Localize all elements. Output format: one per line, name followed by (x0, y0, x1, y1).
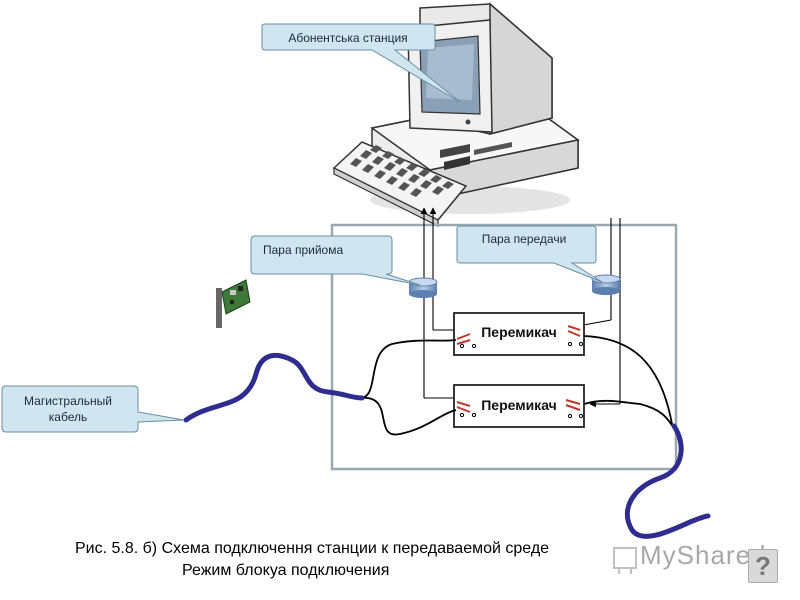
enclosure-frame (330, 223, 678, 471)
transmit-pair-label: Пара передачи (482, 232, 567, 246)
receive-pair-wires (420, 207, 456, 399)
switch-top-label: Перемикач (481, 324, 557, 340)
network-card-icon (216, 279, 251, 328)
callout-station: Абонентська станция (261, 23, 461, 103)
switch-box-top: Перемикач (453, 312, 585, 356)
watermark-text: MyShared (640, 540, 767, 570)
callout-receive-pair: Пара прийома (250, 235, 421, 286)
internal-cables (359, 335, 675, 436)
trunk-cable-right (624, 423, 711, 539)
callout-transmit-pair: Пара передачи (456, 225, 603, 283)
figure-caption: Рис. 5.8. б) Схема подключення станции к… (75, 538, 549, 582)
receive-pair-label: Пара прийома (263, 243, 343, 257)
station-label: Абонентська станция (288, 31, 407, 45)
trunk-cable-label-line2: кабель (49, 410, 87, 424)
switch-bottom-label: Перемикач (481, 397, 557, 413)
receive-transformer-icon (408, 277, 438, 298)
trunk-cable-left (183, 352, 365, 423)
watermark-logo-icon (613, 547, 637, 574)
caption-line-1: Рис. 5.8. б) Схема подключення станции к… (75, 540, 550, 557)
transmit-transformer-icon (591, 274, 621, 295)
callout-trunk-cable: Магистральный кабель (1, 385, 185, 433)
transmit-pair-wires (577, 218, 621, 408)
switch-box-bottom: Перемикач (453, 384, 585, 428)
trunk-cable-label-line1: Магистральный (24, 394, 112, 408)
caption-line-2: Режим блокуа подключения (182, 562, 390, 579)
help-icon[interactable]: ? (748, 549, 778, 583)
